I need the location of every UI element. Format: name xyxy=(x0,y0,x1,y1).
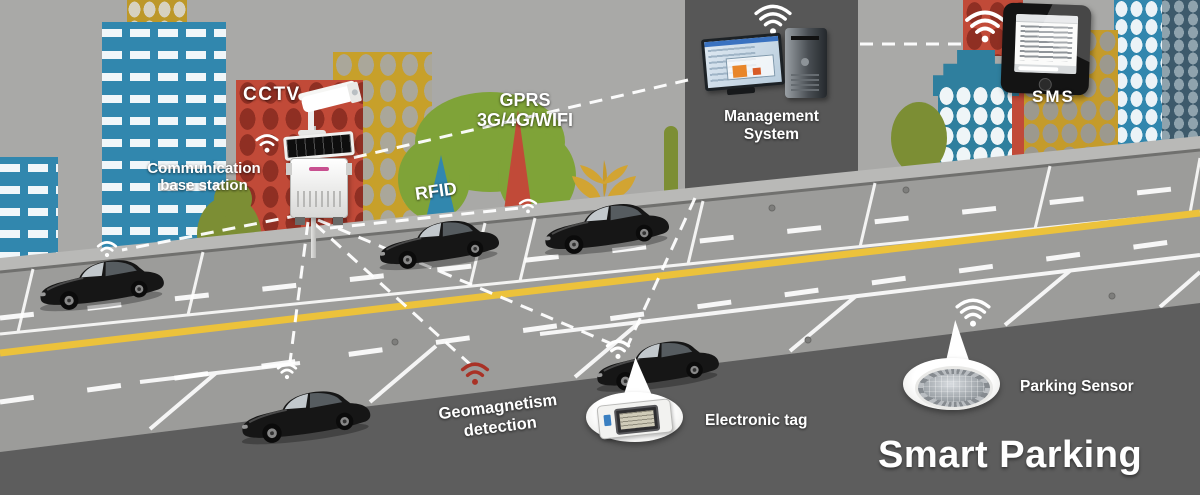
station-logo xyxy=(309,167,329,171)
cctv-camera-icon xyxy=(298,80,362,136)
wifi-icon xyxy=(255,134,279,153)
station-vent xyxy=(297,191,341,207)
car-5-electronic-tag xyxy=(582,325,727,404)
base-station-line1: Communication xyxy=(147,160,261,177)
base-station-label: Communication base station xyxy=(129,160,279,194)
gprs-label: GPRS 3G/4G/WIFI xyxy=(450,90,600,130)
road-curb xyxy=(0,136,1200,272)
smart-parking-title: Smart Parking xyxy=(878,434,1143,476)
car-2 xyxy=(225,374,380,457)
car-icon xyxy=(379,220,500,271)
station-foot-left xyxy=(295,217,305,225)
connection-base-station--geomagnetism-sensor xyxy=(313,222,474,368)
station-bracket-left xyxy=(286,163,292,175)
management-system-label: Management System xyxy=(685,108,858,144)
communication-base-station-box xyxy=(286,158,352,225)
gprs-line2: 3G/4G/WIFI xyxy=(476,110,573,130)
road-surface xyxy=(0,150,1200,452)
connection-base-station--car-1 xyxy=(121,213,301,252)
tower-power-button xyxy=(801,58,809,66)
tag-screen-text xyxy=(619,410,655,430)
connection-base-station--rfid-car xyxy=(329,206,521,230)
lower-parking-markings xyxy=(139,253,1200,431)
car-icon xyxy=(39,260,164,312)
road-dots xyxy=(391,186,1116,346)
connection-base-station--car-5 xyxy=(317,218,613,346)
yellow-center-line xyxy=(0,209,1200,357)
computer-tower-icon xyxy=(785,28,827,98)
building-teal-far-right xyxy=(1114,0,1162,165)
lane-dashes-upper xyxy=(0,183,1200,321)
wifi-icon xyxy=(965,10,1005,43)
upper-parking-markings xyxy=(0,157,1200,336)
base-station-line2: base station xyxy=(160,177,248,194)
wifi-icon xyxy=(955,298,991,327)
car-1 xyxy=(25,244,172,324)
management-line1: Management xyxy=(724,108,819,125)
tree-olive-left-top xyxy=(214,180,252,218)
management-line2: System xyxy=(743,126,800,143)
car-icon xyxy=(544,204,670,256)
electronic-tag-label: Electronic tag xyxy=(705,412,808,429)
connection-base-station--car-2 xyxy=(288,221,310,363)
sensor-disc-cap xyxy=(923,374,985,402)
gprs-line1: GPRS xyxy=(499,90,551,110)
geomagnetism-wifi-icon xyxy=(460,362,490,385)
solar-cells xyxy=(286,134,352,158)
wifi-icon xyxy=(518,198,538,214)
wifi-icon xyxy=(605,339,631,360)
tag-chip xyxy=(603,414,612,427)
wifi-icon xyxy=(96,241,118,258)
cctv-label: CCTV xyxy=(243,84,301,105)
management-system-panel: Management System xyxy=(685,0,858,202)
station-bracket-right xyxy=(346,163,352,175)
car-3 xyxy=(365,205,506,282)
tower-drive-bay xyxy=(791,36,819,40)
sprout-icon xyxy=(572,160,636,202)
phone-input-pill xyxy=(1018,66,1059,72)
smartphone-icon xyxy=(1000,2,1092,96)
phone-input-bar xyxy=(1014,63,1077,75)
station-foot-right xyxy=(333,217,343,225)
building-navy-right xyxy=(1158,0,1200,160)
sms-label: SMS xyxy=(1032,87,1075,106)
parking-sensor-disc xyxy=(915,366,993,410)
wifi-icon xyxy=(276,363,298,380)
connection-management-system--electronic-tag-car xyxy=(626,197,697,346)
car-icon xyxy=(241,391,371,445)
tower-vents xyxy=(791,74,819,92)
parking-sensor-label: Parking Sensor xyxy=(1020,378,1134,395)
car-icon xyxy=(596,341,719,392)
tag-screen xyxy=(613,404,661,436)
car-4 xyxy=(529,188,678,268)
connection-management-system--base-station xyxy=(351,78,689,160)
